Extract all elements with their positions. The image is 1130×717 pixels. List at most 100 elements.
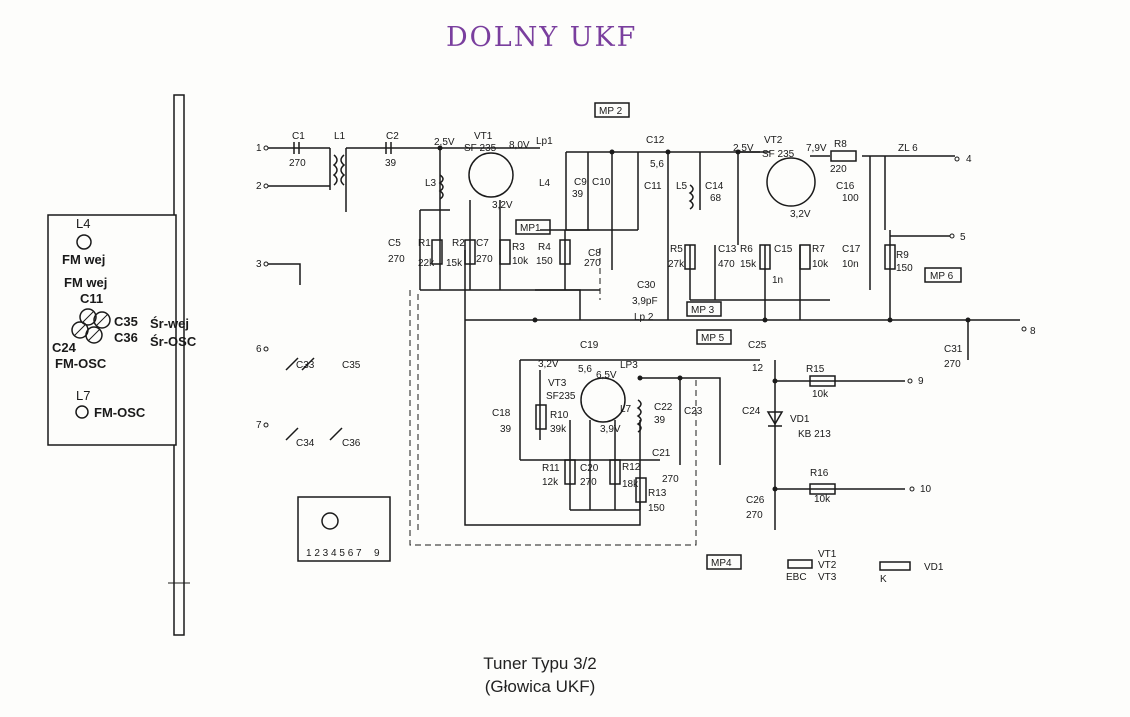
terminal-label: 2 [256,181,262,192]
component-label: R5 [670,244,683,255]
component-value: 470 [718,259,735,270]
legend-label: VD1 [924,562,944,573]
panel-label: C35 [114,314,138,329]
symbols [285,142,971,571]
component-label: C17 [842,244,861,255]
measure-point-label: MP 5 [701,333,725,344]
component-value: 150 [536,256,553,267]
measure-point-label: MP 2 [599,106,623,117]
component-value: KB 213 [798,429,831,440]
component-label: R16 [810,468,829,479]
component-label: VT3 [548,378,567,389]
measure-points [515,102,962,570]
component-value: 5,6 [578,364,592,375]
component-label: LP3 [620,360,638,371]
component-label: R15 [806,364,825,375]
c36-adjust-icon [85,326,103,344]
component-label: C7 [476,238,489,249]
component-value: 270 [584,258,601,269]
component-label: VT1 [474,131,493,142]
component-label: C25 [748,340,767,351]
vt1-transistor-icon [468,152,514,198]
component-value: 15k [446,258,463,269]
component-label: C36 [342,438,361,449]
panel-label: Śr-wej [150,316,189,331]
component-label: C33 [296,360,315,371]
component-label: VD1 [790,414,810,425]
voltage-label: 3,2V [492,200,513,211]
component-value: 150 [896,263,913,274]
component-value: 39 [500,424,512,435]
caption-line-2: (Głowica UKF) [484,677,596,696]
connector-block [297,496,391,562]
voltage-label: 3,2V [790,209,811,220]
component-label: R10 [550,410,569,421]
component-label: L5 [676,181,688,192]
measure-point-label: MP 6 [930,271,954,282]
component-label: C31 [944,344,963,355]
component-label: L4 [539,178,551,189]
terminal-label: 10 [920,484,932,495]
component-label: L3 [425,178,437,189]
component-label: C26 [746,495,765,506]
component-value: 10n [842,259,859,270]
transistor-legend-icon [787,559,813,569]
component-label: C10 [592,177,611,188]
panel-label: L4 [76,216,90,231]
component-label: C14 [705,181,724,192]
voltage-label: 2,5V [733,143,754,154]
component-value: 270 [944,359,961,370]
panel-label: Śr-OSC [150,334,197,349]
diode-legend-icon [879,561,911,571]
side-panel: L4 FM wej FM wej C11 C35 Śr-wej C36 Śr-O… [47,94,197,636]
panel-label: C11 [80,291,103,306]
component-value: 10k [812,389,829,400]
component-value: 100 [842,193,859,204]
component-label: C5 [388,238,401,249]
component-label: R9 [896,250,909,261]
component-label: R1 [418,238,431,249]
component-label: L7 [620,404,632,415]
component-label: C16 [836,181,855,192]
voltage-label: 3,2V [538,359,559,370]
component-label: C20 [580,463,599,474]
l7-adjust-icon [75,405,89,419]
component-value: 12 [752,363,764,374]
panel-label: L7 [76,388,90,403]
voltage-label: 8,0V [509,140,530,151]
component-value: 39k [550,424,567,435]
component-value: 270 [580,477,597,488]
component-label: C2 [386,131,399,142]
component-label: R3 [512,242,525,253]
voltage-label: 6,5V [596,370,617,381]
legend-label: VT1 [818,549,837,560]
component-value: 10k [814,494,831,505]
component-value: SF 235 [464,143,497,154]
component-label: C9 [574,177,587,188]
c35-adjust-icon [93,311,111,329]
component-value: 39 [654,415,666,426]
component-value: 22k [418,258,435,269]
terminal-label: 5 [960,232,966,243]
terminals: 1 2 3 4 5 6 7 8 9 10 [256,143,1036,495]
component-label: R2 [452,238,465,249]
page-title: DOLNY UKF [446,22,638,53]
component-value: 39 [572,189,584,200]
component-value: 150 [648,503,665,514]
component-label: VT2 [764,135,783,146]
c11-adjust-icon [79,308,97,326]
component-value: 68 [710,193,722,204]
component-label: C11 [644,181,662,192]
component-value: 270 [476,254,493,265]
component-value: 15k [740,259,757,270]
component-label: C19 [580,340,599,351]
component-label: C8 [588,248,601,259]
component-label: R4 [538,242,551,253]
connector-pins: 9 [374,548,380,559]
terminal-label: 9 [918,376,924,387]
component-label: R6 [740,244,753,255]
component-value: 270 [388,254,405,265]
component-label: C24 [742,406,761,417]
component-label: C22 [654,402,673,413]
